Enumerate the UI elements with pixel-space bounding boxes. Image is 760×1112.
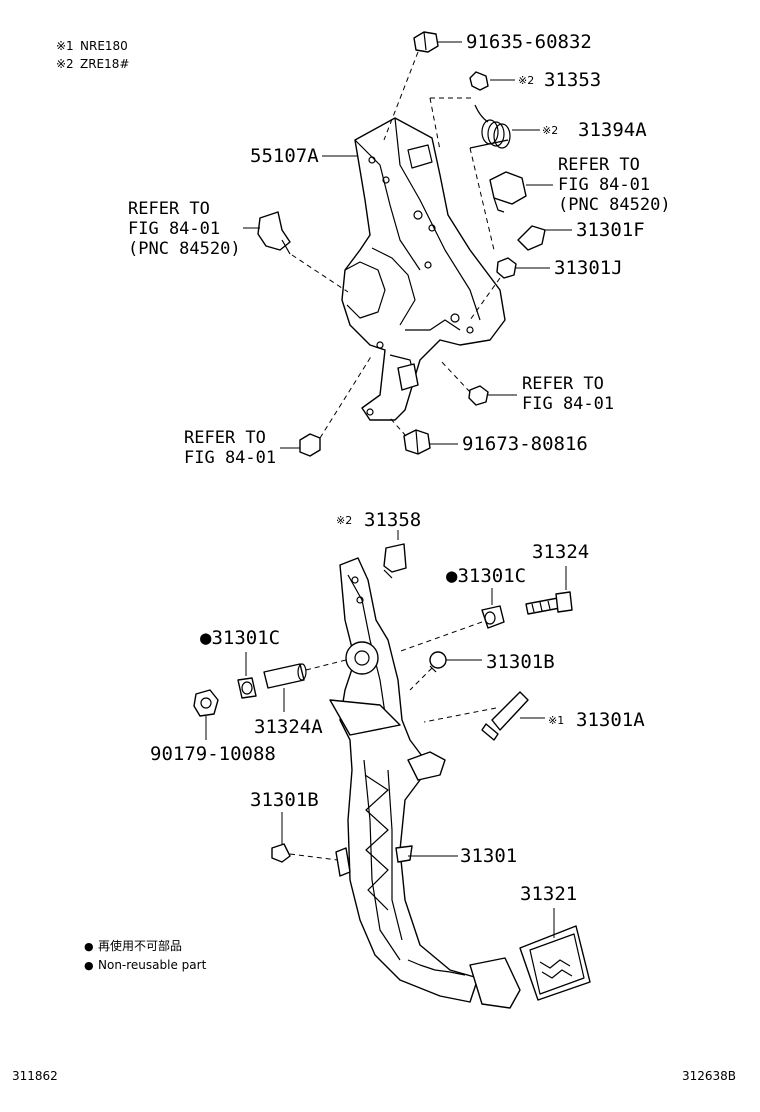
cushion-31301B-left <box>271 812 339 863</box>
nut-left-refer <box>280 354 373 457</box>
label-31301A: 31301A <box>576 709 645 731</box>
spring-31394A <box>469 104 540 149</box>
label-90179-10088: 90179-10088 <box>150 743 276 765</box>
legend-line-en: Non-reusable part <box>98 958 207 972</box>
bolt-91635-60832 <box>383 31 462 141</box>
label-31358-mark: ※2 <box>336 514 352 527</box>
label-31301J: 31301J <box>554 257 623 279</box>
legend-bullet-2: ● <box>84 959 94 972</box>
legend-bullet-1: ● <box>84 940 94 953</box>
model-notes: ※1 NRE180 ※2 ZRE18# <box>56 39 129 71</box>
switch-right-pnc84520 <box>489 171 553 213</box>
bushing-31301C-left <box>237 652 257 699</box>
note2-mark: ※2 <box>56 57 74 71</box>
label-31301C-left: ●31301C <box>200 627 280 649</box>
label-31394A-mark: ※2 <box>542 124 558 137</box>
clutch-pedal-31301 <box>329 557 521 1009</box>
label-31353: 31353 <box>544 69 601 91</box>
nut-right-refer <box>439 359 517 406</box>
note1-mark: ※1 <box>56 39 74 53</box>
label-refer-right-1: REFER TO <box>558 155 640 175</box>
pedal-bracket-55107A <box>341 117 506 421</box>
legend-line-jp: 再使用不可部品 <box>98 938 182 953</box>
label-31301B-left: 31301B <box>250 789 319 811</box>
label-refer-left-3: (PNC 84520) <box>128 239 241 259</box>
switch-left-pnc84520 <box>243 211 349 293</box>
clip-31358 <box>383 530 407 579</box>
label-refer-right-2: FIG 84-01 <box>558 175 650 195</box>
label-31301: 31301 <box>460 845 517 867</box>
upper-callouts: 91635-60832 ※2 31353 ※2 31394A 55107A RE… <box>128 31 671 468</box>
label-31394A: 31394A <box>578 119 647 141</box>
pedal-pad-31321 <box>519 908 591 1001</box>
label-31301C-right: ●31301C <box>446 565 526 587</box>
bolt-31301F <box>517 225 572 251</box>
bolt-91673-80816 <box>389 417 458 455</box>
note2-text: ZRE18# <box>80 57 129 71</box>
label-31321: 31321 <box>520 883 577 905</box>
label-91673-80816: 91673-80816 <box>462 433 588 455</box>
label-31324A: 31324A <box>254 716 323 738</box>
footer-left-code: 311862 <box>12 1069 58 1083</box>
legend: ● 再使用不可部品 ● Non-reusable part <box>84 938 207 972</box>
collar-31324A <box>263 659 347 712</box>
nut-90179-10088 <box>193 689 219 740</box>
label-31324: 31324 <box>532 541 589 563</box>
clip-31353 <box>469 71 515 91</box>
label-refer-nut-left-1: REFER TO <box>184 428 266 448</box>
label-31358: 31358 <box>364 509 421 531</box>
label-91635-60832: 91635-60832 <box>466 31 592 53</box>
bushing-31301C-right <box>397 588 505 653</box>
cushion-31301A <box>423 691 545 741</box>
label-refer-nut-left-2: FIG 84-01 <box>184 448 276 468</box>
label-31301B-top: 31301B <box>486 651 555 673</box>
label-31301A-mark: ※1 <box>548 714 564 727</box>
nut-31301J <box>469 257 550 321</box>
label-refer-nut-right-1: REFER TO <box>522 374 604 394</box>
label-refer-right-3: (PNC 84520) <box>558 195 671 215</box>
footer-right-code: 312638B <box>682 1069 736 1083</box>
label-31301F: 31301F <box>576 219 645 241</box>
label-refer-left-1: REFER TO <box>128 199 210 219</box>
lower-callouts: ※2 31358 31324 ●31301C ●31301C 31301B 31… <box>150 509 645 905</box>
footer: 311862 312638B <box>12 1069 736 1083</box>
cushion-31301B-top <box>409 651 482 691</box>
label-55107A: 55107A <box>250 145 319 167</box>
note1-text: NRE180 <box>80 39 128 53</box>
label-refer-nut-right-2: FIG 84-01 <box>522 394 614 414</box>
label-31353-mark: ※2 <box>518 74 534 87</box>
label-refer-left-2: FIG 84-01 <box>128 219 220 239</box>
bolt-31324 <box>525 566 573 615</box>
